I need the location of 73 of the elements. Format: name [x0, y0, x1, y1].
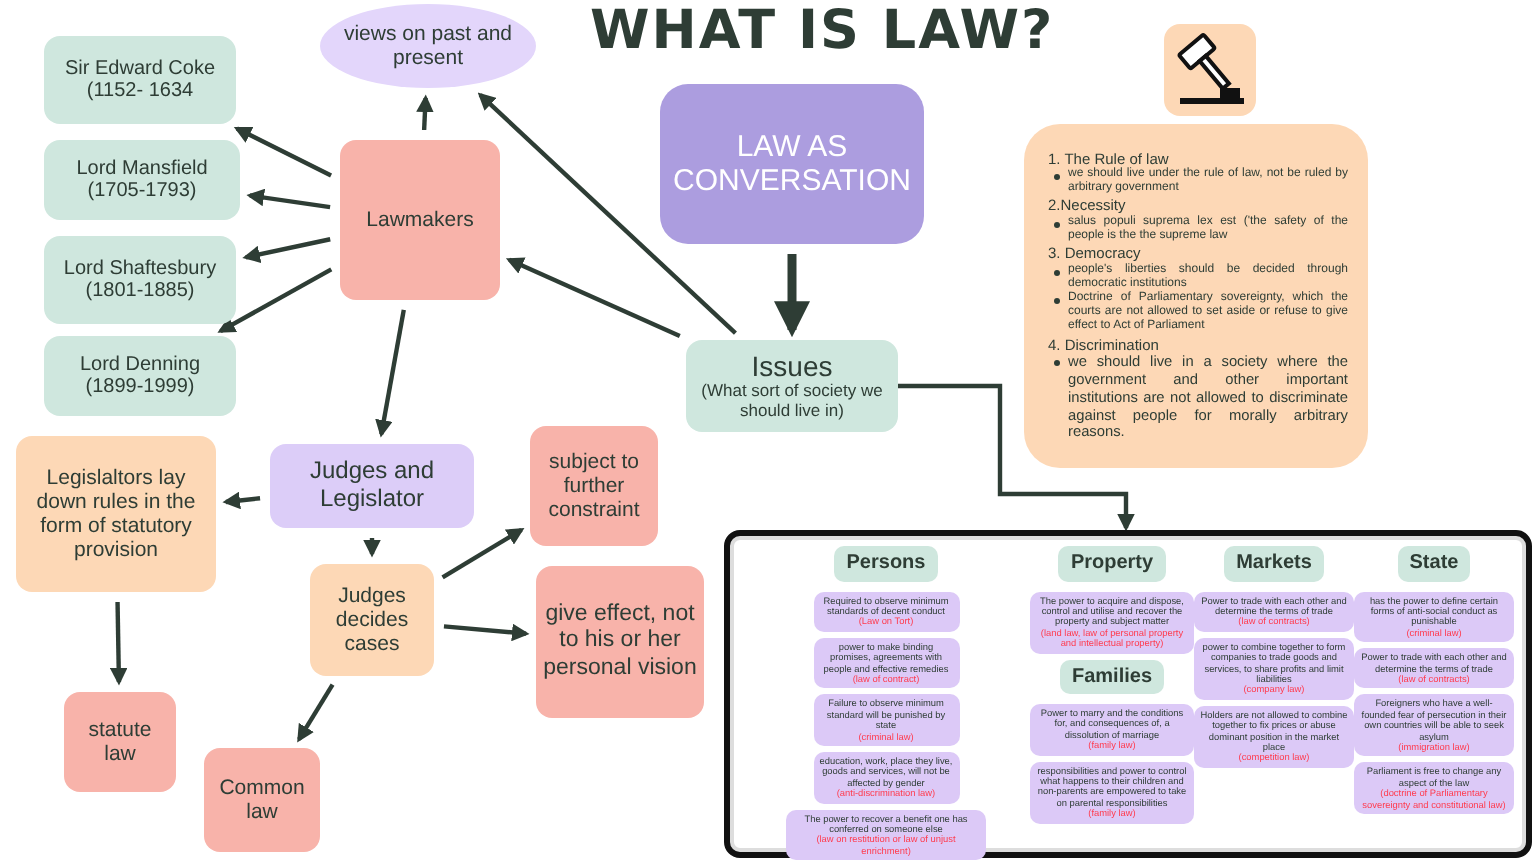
concept-box: [340, 140, 500, 300]
category-header: [1059, 659, 1165, 695]
node-label: Issues: [751, 350, 833, 383]
concept-box: [270, 444, 474, 528]
arrow: [242, 237, 331, 263]
arrow: [363, 538, 381, 558]
node-label: Judges decides cases: [333, 583, 411, 657]
arrow: [246, 188, 331, 210]
law-card: [1354, 591, 1514, 643]
law-card: [1030, 761, 1194, 824]
node-label: Legislaltors lay down rules in the form of statutory provision: [34, 465, 198, 563]
category-header: [834, 546, 938, 581]
concept-box: [530, 426, 658, 546]
concept-box: [204, 748, 320, 852]
node-label: Judges and Legislator: [307, 458, 437, 514]
law-card: [1354, 762, 1514, 814]
node-label: statute law: [86, 717, 154, 767]
law-card: [813, 751, 959, 804]
main-topic-box: [660, 84, 924, 244]
law-card: [786, 809, 986, 861]
node-label: Common law: [217, 775, 307, 825]
law-card: [813, 637, 959, 689]
arrow: [898, 383, 1135, 532]
arrow: [297, 683, 335, 743]
node-label: Sir Edward Coke (1152- 1634: [62, 57, 218, 103]
person-box: [44, 336, 236, 416]
issues-box: [686, 340, 898, 432]
node-label: Lawmakers: [366, 207, 474, 233]
arrow: [477, 92, 737, 335]
header-label: State: [1409, 552, 1459, 575]
node-label: Lord Mansfield (1705-1793): [74, 157, 210, 203]
node-label: Lord Shaftesbury (1801-1885): [61, 257, 219, 303]
header-label: Families: [1071, 665, 1153, 689]
node-subtitle: (What sort of society we should live in): [699, 382, 885, 422]
category-header: [1224, 546, 1324, 581]
category-header: [1058, 546, 1166, 581]
arrow: [222, 491, 261, 510]
header-label: Property: [1070, 552, 1154, 575]
table-panel: [724, 530, 1532, 858]
law-card: [1354, 648, 1514, 689]
law-card: [1194, 637, 1354, 700]
person-box: [44, 236, 236, 324]
header-label: Persons: [846, 552, 926, 575]
law-card: [1194, 705, 1354, 768]
category-header: [1397, 546, 1471, 581]
arrow: [774, 254, 810, 338]
principles-box: [1024, 124, 1368, 468]
law-card: [813, 591, 959, 632]
arrow: [416, 94, 434, 131]
node-label: Lord Denning (1899-1999): [77, 353, 203, 399]
arrow: [109, 601, 128, 686]
person-box: [44, 140, 240, 220]
person-box: [44, 36, 236, 124]
arrow: [375, 309, 406, 438]
node-label: LAW AS CONVERSATION: [671, 129, 913, 199]
concept-box: [310, 564, 434, 676]
law-card: [1030, 591, 1194, 654]
concept-box: [536, 566, 704, 718]
node-label: subject to further constraint: [546, 449, 642, 523]
arrow: [505, 257, 681, 338]
node-label: give effect, not to his or her personal vision: [542, 602, 698, 682]
concept-box: [16, 436, 216, 592]
law-card: [1030, 704, 1194, 756]
arrow: [217, 267, 333, 334]
arrow: [443, 623, 530, 642]
arrow: [441, 527, 525, 580]
arrow: [233, 126, 333, 178]
law-card: [813, 694, 959, 746]
law-card: [1354, 694, 1514, 757]
concept-box: [64, 692, 176, 792]
node-label: views on past and present: [341, 21, 515, 71]
header-label: Markets: [1236, 552, 1312, 575]
title: WHAT IS LAW?: [590, 0, 1055, 62]
